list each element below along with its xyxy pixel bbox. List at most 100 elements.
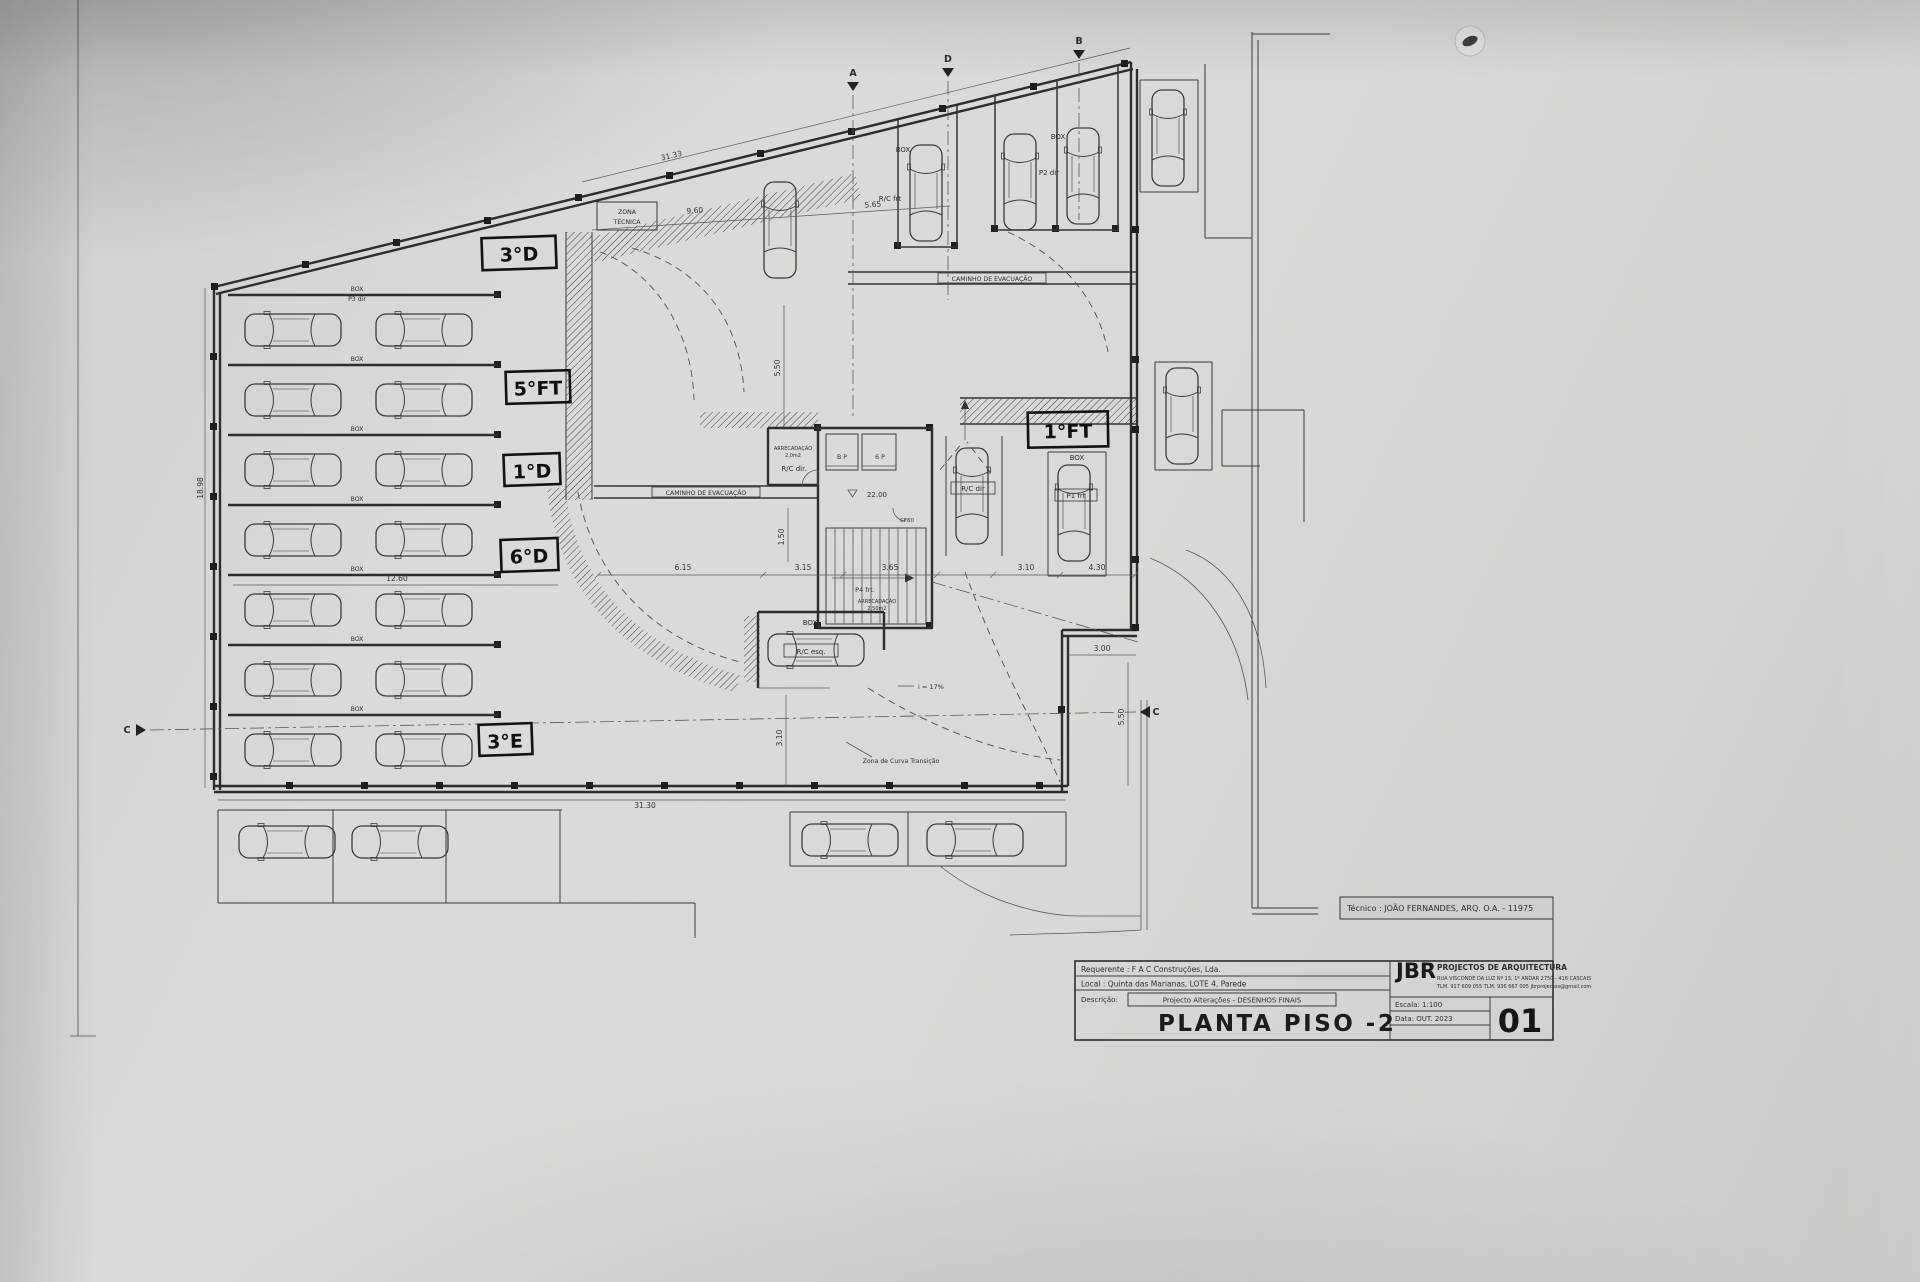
car-icon	[952, 447, 992, 545]
firm-address-2: TLM. 917 609 055 TLM. 936 667 005 jbrpro…	[1436, 984, 1591, 990]
car-icon	[375, 590, 473, 630]
p1-frt-label: P1 frt	[1067, 492, 1086, 500]
drawing-title: PLANTA PISO -2	[1158, 1011, 1396, 1037]
handwritten-3d: 3°D	[499, 243, 538, 266]
grid-marker-d: D	[944, 54, 952, 65]
box-label-row7: BOX	[351, 706, 365, 713]
dim-left-total: 18.98	[196, 477, 205, 499]
car-icon	[926, 820, 1024, 860]
dim-mid-4: 3.10	[1018, 563, 1035, 572]
grid-marker-c-left: C	[124, 725, 131, 736]
car-icon	[244, 450, 342, 490]
handwritten-1ft: 1°FT	[1044, 421, 1093, 444]
box-label-bottom: BOX	[803, 619, 818, 627]
evacuation-arrow	[961, 400, 969, 409]
elevator-shaft-1	[825, 433, 859, 471]
dim-right-a: 3.00	[1094, 644, 1111, 653]
handwritten-6d: 6°D	[509, 545, 548, 568]
car-icon	[375, 660, 473, 700]
box-label-row6: BOX	[351, 636, 365, 643]
zona-tecnica-label-2: TÉCNICA	[612, 217, 641, 226]
dim-mid-5: 4.30	[1089, 563, 1106, 572]
box-label-right: BOX	[1070, 454, 1085, 462]
car-icon	[244, 380, 342, 420]
car-icon	[1148, 89, 1188, 187]
caminho-evacuacao-label-1: CAMINHO DE EVACUAÇÃO	[952, 274, 1033, 283]
car-icon	[375, 380, 473, 420]
car-icon	[244, 590, 342, 630]
outside-stalls	[217, 700, 1148, 938]
box-label-top-2: BOX	[1051, 133, 1066, 141]
car-icon	[244, 310, 342, 350]
caminho-evacuacao-label-2: CAMINHO DE EVACUAÇÃO	[666, 488, 747, 497]
descricao-value: Projecto Alterações - DESENHOS FINAIS	[1163, 997, 1302, 1005]
stair-direction-arrow	[905, 573, 914, 583]
drive-paths	[577, 231, 1139, 783]
left-parking-stall-walls	[228, 293, 498, 717]
local-label: Local : Quinta das Marianas, LOTE 4, Par…	[1081, 980, 1247, 989]
left-stall-labels: BOX P3 dir BOX BOX BOX BOX BOX BOX	[348, 286, 366, 713]
p3-dir-label: P3 dir	[348, 296, 366, 303]
dim-ramp-b: 1.50	[777, 528, 786, 545]
neighbour-geometry	[1149, 361, 1305, 701]
evacuation-route-bars: CAMINHO DE EVACUAÇÃO CAMINHO DE EVACUAÇÃ…	[594, 271, 1136, 499]
handwritten-5ft: 5°FT	[513, 377, 562, 400]
p4-frt-label: P4 frt.	[855, 586, 875, 594]
grid-markers: A D B C C	[124, 36, 1160, 736]
car-icon	[801, 820, 899, 860]
misc-annotations: i = 17% Zona de Curva Transição	[845, 683, 944, 765]
elevator-1-label: B P	[837, 454, 847, 461]
dim-mid-1: 6.15	[675, 563, 692, 572]
tecnico-label: Técnico : JOÃO FERNANDES, ARQ. O.A. - 11…	[1346, 903, 1533, 913]
handwritten-notes: 3°D 5°FT 1°D 6°D 3°E 1°FT	[477, 234, 1110, 758]
rc-dir-stall-label: R/C dir	[961, 485, 985, 493]
requerente-label: Requerente : F A C Construções, Lda.	[1081, 965, 1221, 974]
box-label-row2: BOX	[351, 356, 365, 363]
dim-right-b: 5.50	[1117, 708, 1126, 725]
car-icon	[238, 822, 336, 862]
rc-frt-label: R/C frt	[879, 195, 902, 203]
box-label-row4: BOX	[351, 496, 365, 503]
dim-stall-width: 12.60	[386, 574, 408, 583]
car-icon	[1162, 367, 1202, 465]
zona-tecnica-label-1: ZONA	[618, 209, 637, 216]
car-icon	[375, 450, 473, 490]
sheet-number: 01	[1498, 1002, 1543, 1040]
dim-mid-2: 3.15	[795, 563, 812, 572]
handwritten-1d: 1°D	[512, 460, 551, 483]
level-label: 22.00	[867, 491, 887, 499]
firm-address-1: RUA VISCONDE DA LUZ Nº 13, 1º ANDAR 2750…	[1437, 976, 1591, 982]
bottom-box: BOX R/C esq.	[756, 610, 886, 689]
arrecadacao-label-1: ARRECADAÇÃO	[774, 445, 812, 452]
arrecadacao-label-2: ARRECADAÇÃO	[858, 598, 896, 605]
car-icon	[375, 310, 473, 350]
dim-mid-3: 3.65	[882, 563, 899, 572]
elevator-2-label: 6 P	[875, 454, 885, 461]
car-icon	[375, 520, 473, 560]
dim-ramp-c: 3.10	[775, 729, 784, 746]
grid-marker-c-right: C	[1153, 707, 1160, 718]
car-icon	[906, 144, 946, 242]
dim-top-a: 9.60	[686, 205, 704, 215]
descricao-label: Descrição:	[1081, 996, 1118, 1004]
central-core: ARRECADAÇÃO 2,0m2 R/C dir. B P 6 P 22.00…	[766, 426, 934, 630]
car-icon	[351, 822, 449, 862]
car-icon	[1063, 127, 1103, 225]
zona-curva-label: Zona de Curva Transição	[863, 758, 940, 765]
dim-ramp-a: 5.50	[773, 359, 782, 376]
car-icon	[375, 730, 473, 770]
firm-name: PROJECTOS DE ARQUITECTURA	[1437, 963, 1567, 972]
slope-label: i = 17%	[918, 683, 944, 691]
firm-initials: JBR	[1394, 959, 1436, 983]
arrecadacao-area-1: 2,0m2	[785, 453, 801, 459]
box-label-top-1: BOX	[896, 146, 911, 154]
box-label-row5: BOX	[351, 566, 365, 573]
dimension-lines: 31.33 9.60 5.65 18.98 12.60 6.15 3.15 3.…	[196, 47, 1139, 810]
car-icon	[244, 520, 342, 560]
car-icon	[1000, 133, 1040, 231]
top-parking-boxes: BOX R/C frt BOX P2 dir	[879, 64, 1252, 248]
box-label-row3: BOX	[351, 426, 365, 433]
handwritten-3e: 3°E	[487, 730, 523, 753]
cf60-label: CF60	[900, 518, 915, 524]
